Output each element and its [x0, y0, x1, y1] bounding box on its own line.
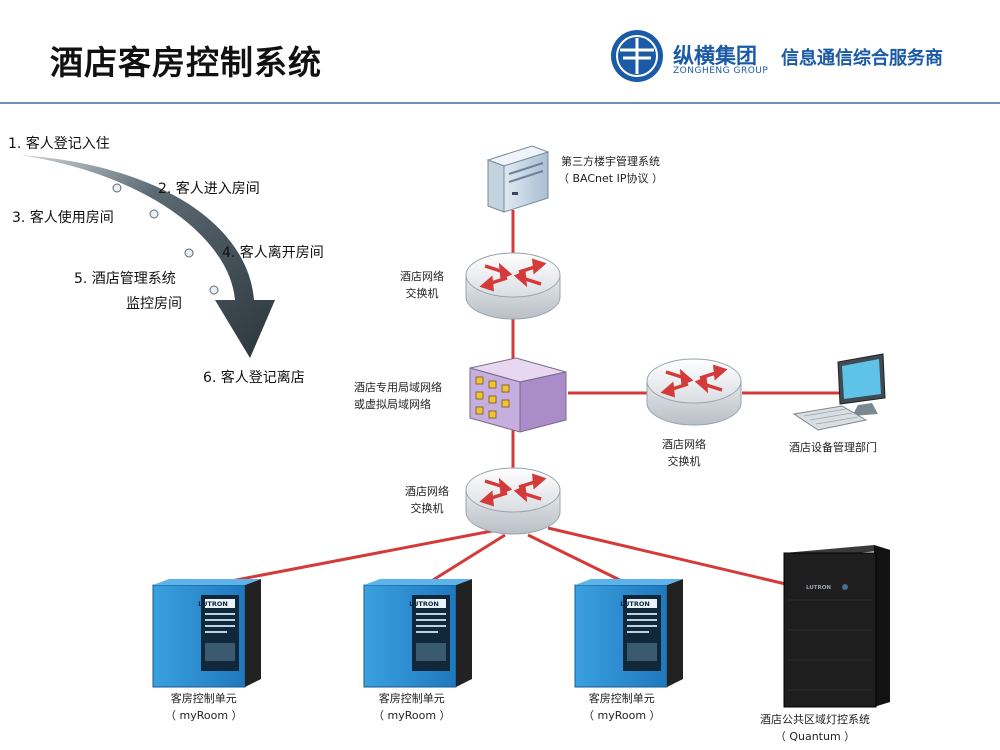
title-divider	[0, 102, 1000, 104]
step-3: 3. 客人使用房间	[12, 210, 114, 226]
room-unit-brand-2: LUTRON	[409, 600, 439, 608]
step-dot	[184, 248, 194, 258]
company-logo-icon	[611, 30, 663, 82]
page-title: 酒店客房控制系统	[50, 43, 322, 82]
label-room-unit-1-line2: （ myRoom ）	[165, 709, 243, 722]
label-switch-right-line1: 酒店网络	[662, 438, 706, 451]
step-dot	[209, 285, 219, 295]
room-unit-icon-3	[574, 579, 683, 688]
step-6: 6. 客人登记离店	[203, 370, 305, 386]
label-vlan: 酒店专用局域网络 或虚拟局域网络	[354, 379, 442, 413]
label-mgmt-dept: 酒店设备管理部门	[789, 439, 877, 456]
vlan-building-icon	[469, 357, 567, 433]
label-quantum-line1: 酒店公共区域灯控系统	[760, 713, 870, 726]
room-unit-icon-2	[363, 579, 472, 688]
quantum-brand: LUTRON	[806, 585, 831, 591]
room-unit-icon-1	[152, 579, 261, 688]
label-quantum: 酒店公共区域灯控系统 （ Quantum ）	[760, 711, 870, 745]
label-vlan-line2: 或虚拟局域网络	[354, 398, 431, 411]
management-pc-icon	[792, 353, 886, 431]
label-switch-top-line2: 交换机	[405, 287, 439, 300]
company-tagline: 信息通信综合服务商	[781, 48, 943, 69]
quantum-cabinet-icon	[783, 545, 890, 708]
label-switch-bottom-line1: 酒店网络	[405, 485, 449, 498]
label-room-unit-3-line2: （ myRoom ）	[583, 709, 661, 722]
company-name: 纵横集团	[673, 44, 757, 68]
label-switch-right: 酒店网络 交换机	[662, 436, 706, 470]
room-unit-brand-1: LUTRON	[198, 600, 228, 608]
switch-bottom-icon	[465, 467, 561, 535]
process-arrow	[20, 155, 275, 358]
brand-labels: LUTRON LUTRON LUTRON LUTRON	[198, 585, 831, 608]
label-switch-right-line2: 交换机	[667, 455, 701, 468]
label-bms-server-line1: 第三方楼宇管理系统	[560, 155, 660, 168]
label-room-unit-3: 客房控制单元 （ myRoom ）	[583, 690, 661, 724]
label-bms-server: 第三方楼宇管理系统 （ BACnet IP协议 ）	[558, 153, 663, 187]
company-subtitle: ZONGHENG GROUP	[673, 66, 769, 76]
label-switch-top: 酒店网络 交换机	[400, 268, 444, 302]
link-bottom-quantum	[547, 526, 791, 587]
step-5: 5. 酒店管理系统	[74, 271, 176, 287]
label-room-unit-2-line2: （ myRoom ）	[373, 709, 451, 722]
step-dot	[112, 183, 122, 193]
link-bottom-room3	[527, 533, 631, 587]
label-switch-top-line1: 酒店网络	[400, 270, 444, 283]
step-2: 2. 客人进入房间	[158, 181, 260, 197]
link-bottom-room1	[209, 528, 498, 587]
connection-lines	[209, 210, 843, 587]
step-dot	[149, 209, 159, 219]
switch-right-icon	[646, 358, 742, 426]
step-1: 1. 客人登记入住	[8, 136, 110, 152]
step-5-cont: 监控房间	[126, 296, 182, 312]
label-switch-bottom: 酒店网络 交换机	[405, 483, 449, 517]
label-switch-bottom-line2: 交换机	[410, 502, 444, 515]
link-bottom-room2	[424, 533, 506, 587]
label-room-unit-1: 客房控制单元 （ myRoom ）	[165, 690, 243, 724]
label-vlan-line1: 酒店专用局域网络	[354, 381, 442, 394]
label-room-unit-1-line1: 客房控制单元	[170, 692, 237, 705]
label-quantum-line2: （ Quantum ）	[774, 730, 856, 743]
label-room-unit-2-line1: 客房控制单元	[378, 692, 445, 705]
step-4: 4. 客人离开房间	[222, 245, 324, 261]
room-unit-brand-3: LUTRON	[620, 600, 650, 608]
label-mgmt-dept-line1: 酒店设备管理部门	[789, 441, 877, 454]
label-room-unit-3-line1: 客房控制单元	[588, 692, 655, 705]
switch-top-icon	[465, 252, 561, 320]
bms-server-icon	[486, 145, 550, 213]
label-bms-server-line2: （ BACnet IP协议 ）	[558, 172, 663, 185]
label-room-unit-2: 客房控制单元 （ myRoom ）	[373, 690, 451, 724]
